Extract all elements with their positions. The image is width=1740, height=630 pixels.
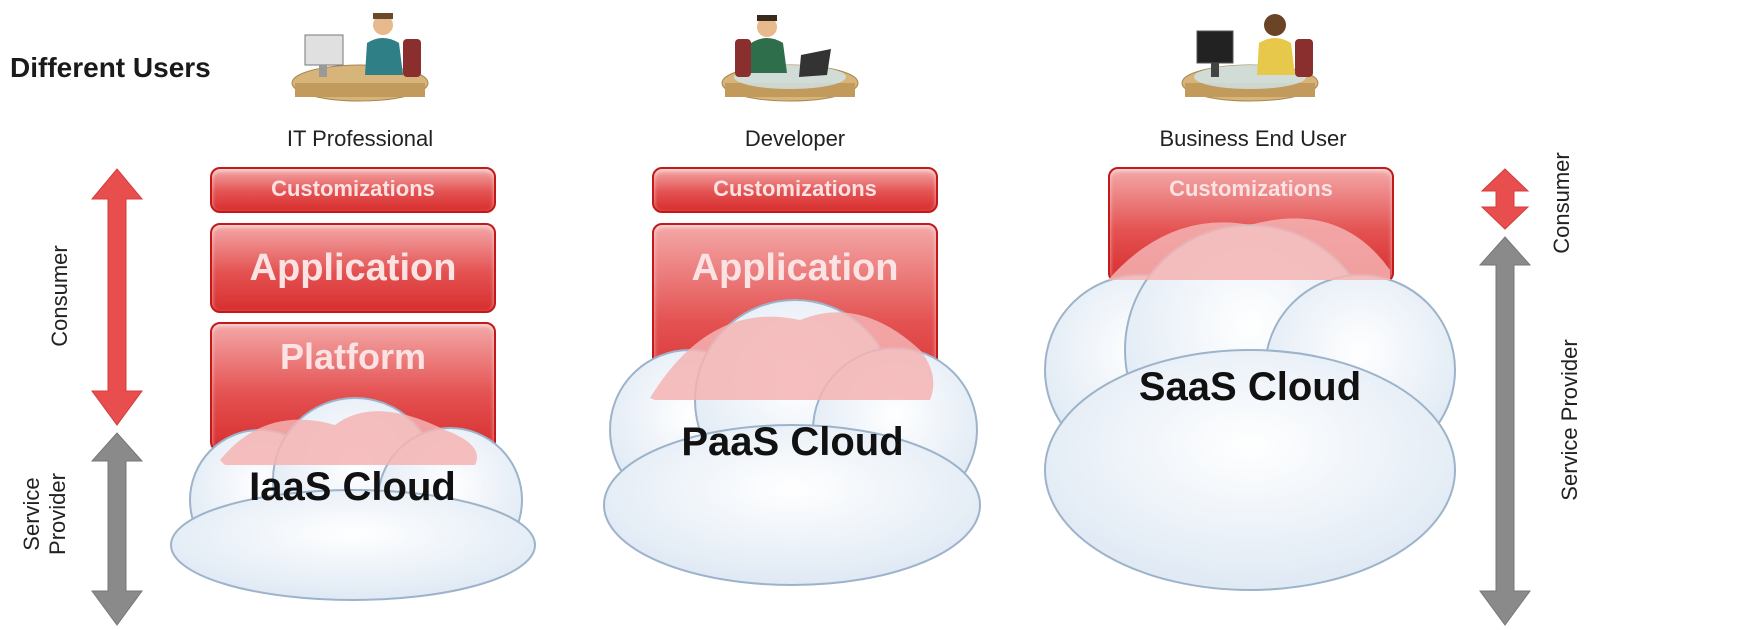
diagram-heading: Different Users: [10, 52, 211, 83]
left-axis-arrows: [90, 168, 144, 626]
iaas-application-box: Application: [210, 223, 496, 313]
right-consumer-label: Consumer: [1549, 152, 1574, 254]
saas-customizations-label: Customizations: [1169, 176, 1333, 201]
right-service-provider-arrow: [1478, 236, 1532, 626]
iaas-application-label: Application: [249, 247, 457, 289]
left-service-provider-label: Service Provider: [19, 459, 71, 569]
paas-customizations-label: Customizations: [713, 176, 877, 201]
user-label-business-end-user: Business End User: [1159, 126, 1347, 151]
paas-customizations-box: Customizations: [652, 167, 938, 213]
developer-icon: [721, 15, 859, 102]
saas-cloud-label: SaaS Cloud: [1138, 365, 1362, 409]
paas-cloud-label: PaaS Cloud: [681, 420, 904, 464]
right-consumer-arrow: [1480, 168, 1530, 230]
saas-cloud: [1044, 218, 1456, 591]
service-provider-arrow: [90, 432, 144, 626]
business-end-user-icon: [1181, 14, 1319, 102]
user-label-it-professional: IT Professional: [286, 126, 434, 151]
right-axis-arrows: [1478, 168, 1532, 626]
iaas-customizations-label: Customizations: [271, 176, 435, 201]
iaas-cloud: [170, 397, 536, 601]
iaas-platform-label: Platform: [279, 336, 427, 377]
consumer-arrow: [90, 168, 144, 426]
paas-application-label: Application: [691, 247, 899, 289]
user-label-developer: Developer: [744, 126, 846, 151]
paas-cloud: [603, 299, 981, 586]
left-consumer-label: Consumer: [47, 245, 72, 347]
it-professional-icon: [291, 13, 429, 102]
right-service-provider-label: Service Provider: [1557, 339, 1582, 501]
iaas-customizations-box: Customizations: [210, 167, 496, 213]
left-service-provider-line1: Service: [19, 477, 44, 551]
iaas-cloud-label: IaaS Cloud: [249, 465, 456, 509]
left-service-provider-line2: Provider: [45, 473, 70, 555]
